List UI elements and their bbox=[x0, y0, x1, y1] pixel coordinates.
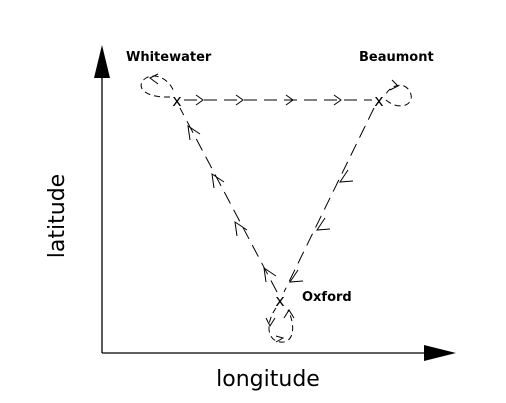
edge-beaumont-oxford bbox=[283, 107, 375, 293]
node-marker-whitewater: x bbox=[172, 91, 181, 110]
y-axis-label: latitude bbox=[45, 174, 70, 258]
x-axis-label: longitude bbox=[216, 367, 320, 392]
y-axis-arrowhead bbox=[94, 45, 110, 78]
arrow-mark bbox=[263, 266, 277, 283]
node-label-beaumont: Beaumont bbox=[359, 50, 434, 65]
arrow-mark bbox=[265, 317, 276, 328]
arrow-mark bbox=[234, 220, 248, 237]
arrow-mark bbox=[283, 309, 295, 319]
direction-arrows bbox=[187, 94, 354, 283]
arrow-mark bbox=[389, 79, 399, 91]
node-oxford: x Oxford bbox=[275, 290, 351, 310]
arrow-mark bbox=[289, 269, 304, 283]
arrow-mark bbox=[275, 335, 285, 343]
arrow-mark bbox=[187, 124, 201, 141]
edge-oxford-whitewater bbox=[179, 107, 278, 293]
node-label-oxford: Oxford bbox=[302, 290, 352, 305]
self-loop-beaumont bbox=[385, 84, 412, 107]
x-axis-arrowhead bbox=[424, 345, 456, 361]
arrow-mark bbox=[316, 217, 331, 231]
self-loop-whitewater bbox=[140, 75, 175, 98]
node-whitewater: x Whitewater bbox=[126, 50, 212, 110]
arrow-mark bbox=[211, 172, 225, 189]
arrow-mark bbox=[235, 94, 244, 106]
self-loop-oxford bbox=[268, 307, 294, 343]
arrow-mark bbox=[339, 169, 354, 183]
arrow-mark bbox=[285, 94, 294, 106]
edges-layer bbox=[179, 99, 375, 293]
self-loops bbox=[140, 73, 412, 343]
node-label-whitewater: Whitewater bbox=[126, 50, 212, 65]
node-marker-oxford: x bbox=[275, 291, 284, 310]
arrow-mark bbox=[195, 94, 204, 106]
arrow-mark bbox=[333, 94, 342, 106]
arrow-mark bbox=[149, 73, 159, 85]
node-beaumont: x Beaumont bbox=[359, 50, 434, 110]
node-marker-beaumont: x bbox=[374, 91, 383, 110]
